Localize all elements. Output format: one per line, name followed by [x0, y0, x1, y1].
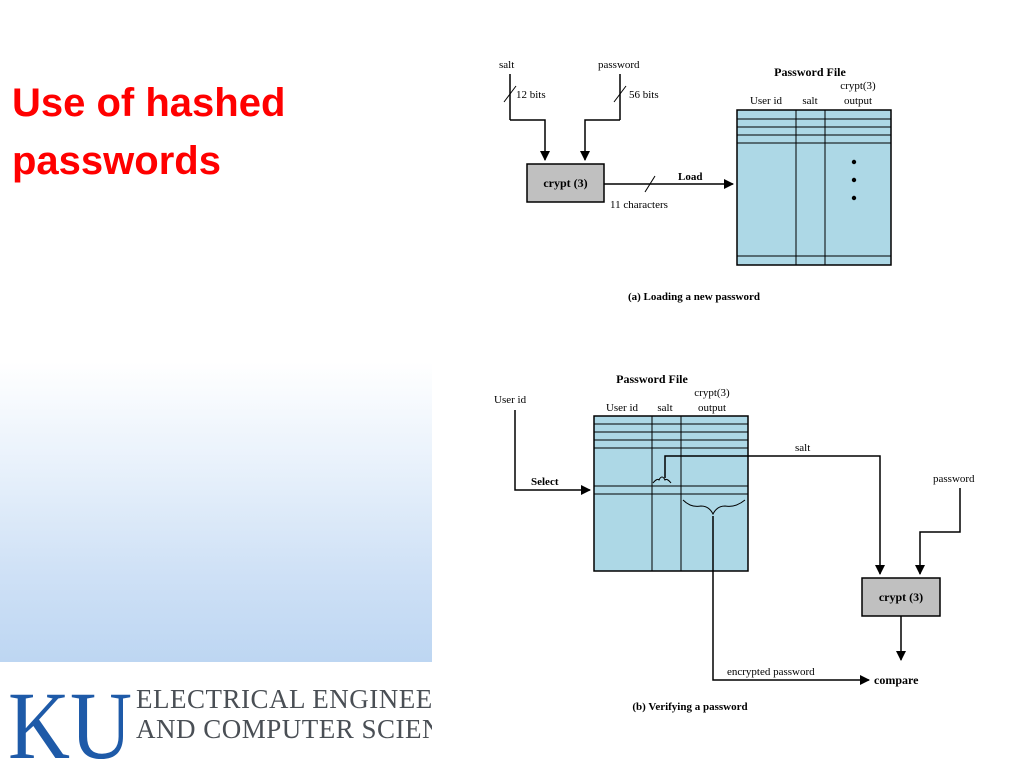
a-password-slash — [613, 85, 627, 103]
b-col-userid: User id — [606, 402, 639, 414]
a-password-label: password — [598, 59, 640, 71]
b-salt-brace — [652, 476, 672, 484]
a-chars-label: 11 characters — [610, 199, 668, 211]
a-crypt-label: crypt (3) — [543, 176, 587, 190]
b-crypt-label: crypt (3) — [879, 590, 923, 604]
b-salt-label: salt — [795, 442, 810, 454]
a-password-table — [736, 109, 892, 266]
a-salt-slash — [503, 85, 517, 103]
b-col-salt: salt — [657, 402, 672, 414]
slide-title: Use of hashed passwords — [12, 74, 342, 190]
b-password-arrow — [915, 488, 961, 575]
b-col-crypt: crypt(3) — [694, 387, 730, 399]
b-caption: (b) Verifying a password — [632, 701, 747, 713]
a-col-userid: User id — [750, 95, 783, 107]
a-load-slash — [644, 175, 656, 193]
b-file-title: Password File — [616, 372, 688, 386]
a-caption: (a) Loading a new password — [628, 291, 760, 303]
a-crypt-box — [526, 163, 605, 203]
a-col-salt: salt — [802, 95, 817, 107]
diagram-b: Password File crypt(3) User id salt outp… — [494, 372, 975, 713]
b-select-label: Select — [531, 476, 559, 488]
a-ellipsis-dot-1 — [851, 159, 857, 165]
department-line-1: ELECTRICAL ENGINEERING — [136, 684, 432, 714]
ku-logo: KU — [8, 676, 132, 764]
a-password-arrow — [580, 119, 620, 161]
a-file-title: Password File — [774, 65, 846, 79]
a-password-bits: 56 bits — [629, 89, 659, 101]
background-gradient — [0, 362, 432, 662]
b-output-brace — [682, 499, 746, 516]
a-load-label: Load — [678, 171, 702, 183]
a-col-crypt: crypt(3) — [840, 80, 876, 92]
b-crypt-box — [861, 577, 941, 617]
footer-banner — [0, 662, 432, 768]
a-ellipsis-dot-3 — [851, 195, 857, 201]
ku-logo-text: KU — [8, 676, 132, 764]
b-compare-label: compare — [874, 673, 919, 687]
slide-title-line-1: Use of hashed — [12, 81, 286, 125]
a-salt-arrow — [510, 119, 550, 161]
b-userid-label: User id — [494, 394, 527, 406]
department-name: ELECTRICAL ENGINEERING AND COMPUTER SCIE… — [136, 684, 432, 754]
diagram-a: salt password 12 bits 56 bits crypt (3) … — [499, 59, 892, 303]
a-col-output: output — [844, 95, 872, 107]
department-line-2: AND COMPUTER SCIENCE — [136, 714, 432, 744]
b-col-output: output — [698, 402, 726, 414]
b-encrypted-arrow — [712, 516, 870, 685]
a-salt-bits: 12 bits — [516, 89, 546, 101]
slide-title-line-2: passwords — [12, 139, 221, 183]
a-salt-label: salt — [499, 59, 514, 71]
password-diagram: salt password 12 bits 56 bits crypt (3) … — [494, 59, 975, 713]
b-select-arrow — [514, 410, 591, 495]
b-password-label: password — [933, 473, 975, 485]
b-encrypted-label: encrypted password — [727, 666, 815, 678]
b-salt-arrow — [664, 455, 885, 575]
a-ellipsis-dot-2 — [851, 177, 857, 183]
